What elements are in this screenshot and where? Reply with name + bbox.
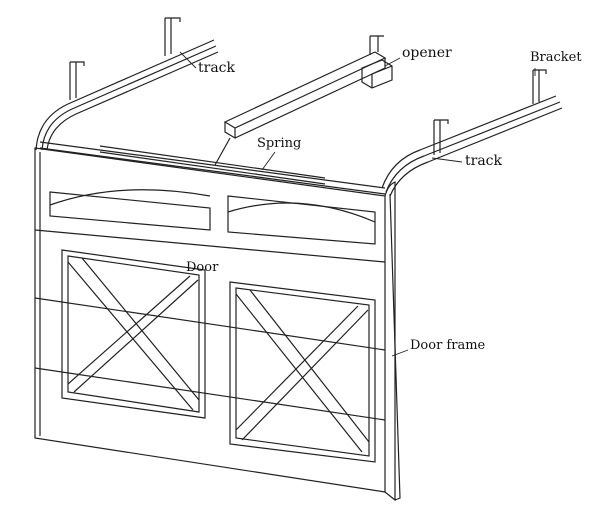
label-spring: Spring xyxy=(257,136,302,151)
label-bracket: Bracket xyxy=(530,50,582,65)
label-opener: opener xyxy=(402,45,452,61)
door xyxy=(34,147,386,493)
left-track xyxy=(35,39,219,151)
label-track-right: track xyxy=(465,153,502,169)
door-frame xyxy=(384,181,401,502)
spring xyxy=(39,141,386,195)
left-brackets xyxy=(69,17,181,100)
label-track-left: track xyxy=(198,60,235,76)
label-door-frame: Door frame xyxy=(410,338,486,353)
right-brackets xyxy=(433,69,547,155)
right-track xyxy=(381,95,563,197)
label-door: Door xyxy=(186,260,219,275)
opener-rail xyxy=(214,35,393,166)
leader-lines xyxy=(179,51,536,357)
